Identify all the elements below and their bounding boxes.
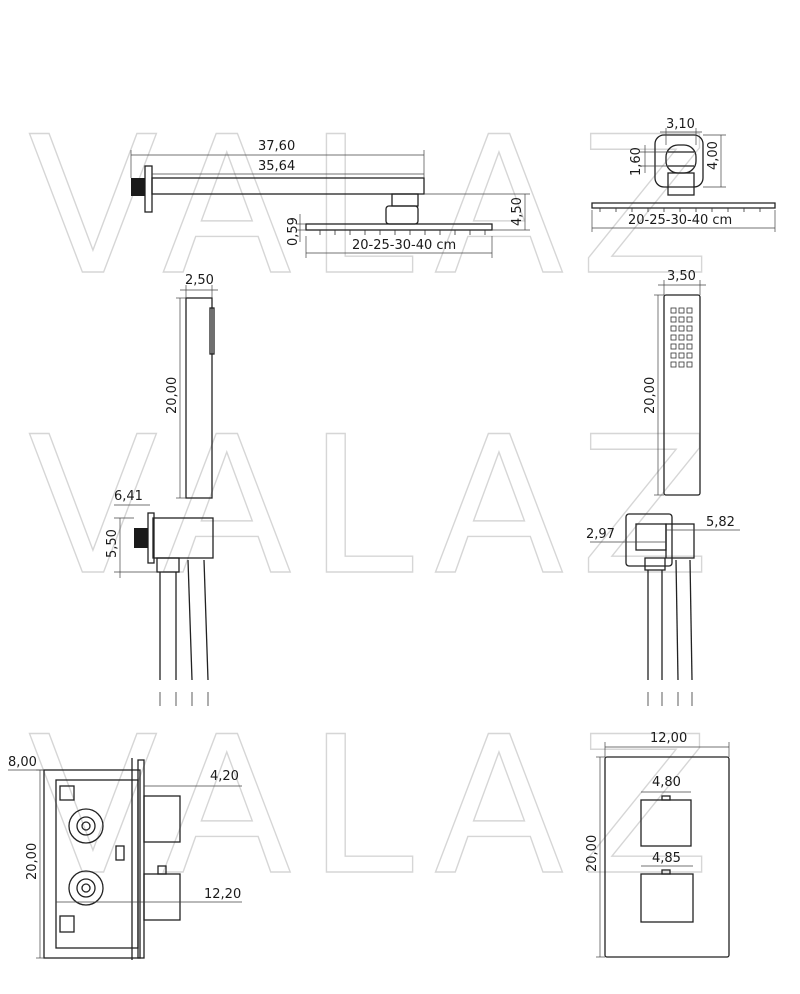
spray-nozzle bbox=[670, 325, 677, 332]
plate-thickness: 0,59 bbox=[286, 217, 301, 246]
valve-body-outer bbox=[43, 769, 141, 959]
hand-shower-front-view: 3,50 20,00 2,97 5,82 bbox=[586, 269, 740, 706]
spray-nozzle bbox=[686, 361, 693, 368]
rain-head-front-view: 3,10 4,00 1,60 20-25-30-40 cm bbox=[591, 117, 776, 232]
wall-bracket-plate bbox=[654, 134, 704, 188]
knob-bottom-width: 4,85 bbox=[652, 851, 681, 866]
rain-head-height: 4,50 bbox=[510, 197, 525, 226]
spray-nozzle bbox=[678, 361, 685, 368]
watermark-bottom: VALAZ bbox=[28, 696, 726, 917]
spray-nozzle bbox=[678, 343, 685, 350]
wall-connector-thread bbox=[131, 178, 145, 196]
knob-top-side bbox=[143, 795, 181, 843]
spray-nozzle bbox=[686, 316, 693, 323]
spray-nozzle bbox=[678, 316, 685, 323]
finish-plate bbox=[137, 759, 145, 959]
arm-total-length: 37,60 bbox=[258, 139, 295, 154]
inlet-port-bottom bbox=[68, 870, 104, 906]
watermark-middle: VALAZ bbox=[28, 396, 726, 617]
holder-bracket-front bbox=[625, 513, 673, 567]
valve-finish-plate bbox=[604, 756, 730, 958]
shower-arm bbox=[151, 177, 425, 195]
rain-head-side-view: 37,60 35,64 4,50 0,59 20-25-30-40 cm bbox=[130, 139, 530, 258]
knob-top-width: 4,80 bbox=[652, 775, 681, 790]
hose-nut bbox=[156, 557, 180, 573]
plate-sizes-front: 20-25-30-40 cm bbox=[628, 213, 732, 228]
front-connector bbox=[667, 172, 695, 196]
spray-nozzle bbox=[678, 307, 685, 314]
handle-width-front: 3,50 bbox=[667, 269, 696, 284]
holder-depth: 6,41 bbox=[114, 489, 143, 504]
inlet-port-top bbox=[68, 808, 104, 844]
handle-button bbox=[209, 307, 215, 355]
front-hose-nut bbox=[644, 557, 666, 571]
spray-nozzle bbox=[678, 334, 685, 341]
hose-line-4 bbox=[203, 559, 209, 681]
bottom-fitting bbox=[59, 915, 75, 933]
holder-outer-width: 5,82 bbox=[706, 515, 735, 530]
handle-length-front: 20,00 bbox=[643, 377, 658, 414]
top-fitting bbox=[59, 785, 75, 801]
plate-sizes-side: 20-25-30-40 cm bbox=[352, 238, 456, 253]
arm-length: 35,64 bbox=[258, 159, 295, 174]
spray-nozzle bbox=[670, 352, 677, 359]
valve-front-view: 12,00 20,00 4,80 4,85 bbox=[585, 731, 730, 958]
watermark-top: VALAZ bbox=[28, 96, 726, 317]
rain-plate-side bbox=[305, 223, 493, 231]
valve-side-view: 8,00 4,20 20,00 12,20 bbox=[8, 755, 242, 960]
spray-nozzle bbox=[670, 307, 677, 314]
spray-nozzle bbox=[678, 352, 685, 359]
spray-nozzle bbox=[686, 307, 693, 314]
valve-total-depth: 12,20 bbox=[204, 887, 241, 902]
handle-width-side: 2,50 bbox=[185, 273, 214, 288]
spray-nozzle bbox=[686, 343, 693, 350]
holder-height: 5,50 bbox=[105, 529, 120, 558]
holder-thread bbox=[134, 528, 148, 548]
hand-shower-side-view: 2,50 20,00 6,41 5,50 bbox=[105, 273, 218, 706]
knob-depth: 4,20 bbox=[210, 769, 239, 784]
spray-nozzle-grid bbox=[670, 307, 693, 368]
spray-nozzle bbox=[686, 325, 693, 332]
plate-height: 20,00 bbox=[585, 835, 600, 872]
spray-nozzle bbox=[670, 334, 677, 341]
spray-nozzle bbox=[678, 325, 685, 332]
handle-length-side: 20,00 bbox=[165, 377, 180, 414]
front-hose-4 bbox=[689, 559, 693, 681]
holder-bracket-side bbox=[152, 517, 214, 559]
hose-line-3 bbox=[187, 559, 193, 681]
watermark-group: VALAZ VALAZ VALAZ bbox=[27, 95, 726, 917]
hand-shower-handle-front bbox=[663, 294, 701, 496]
spray-nozzle bbox=[686, 334, 693, 341]
spray-nozzle bbox=[686, 352, 693, 359]
valve-body-depth: 8,00 bbox=[8, 755, 37, 770]
hand-shower-handle-side bbox=[185, 297, 213, 499]
plate-nozzles-side bbox=[319, 230, 486, 235]
spray-nozzle bbox=[670, 316, 677, 323]
plate-width: 12,00 bbox=[650, 731, 687, 746]
holder-arm bbox=[665, 523, 695, 559]
spray-nozzle bbox=[670, 343, 677, 350]
valve-height: 20,00 bbox=[25, 843, 40, 880]
connector-width: 3,10 bbox=[666, 117, 695, 132]
middle-fitting bbox=[115, 845, 125, 861]
plate-nozzles-front bbox=[599, 208, 761, 212]
rain-plate-front bbox=[591, 202, 776, 209]
connector-height: 4,00 bbox=[706, 141, 721, 170]
front-hose-3 bbox=[675, 559, 679, 681]
spray-nozzle bbox=[670, 361, 677, 368]
nut-height: 1,60 bbox=[629, 147, 644, 176]
holder-inner-width: 2,97 bbox=[586, 527, 615, 542]
